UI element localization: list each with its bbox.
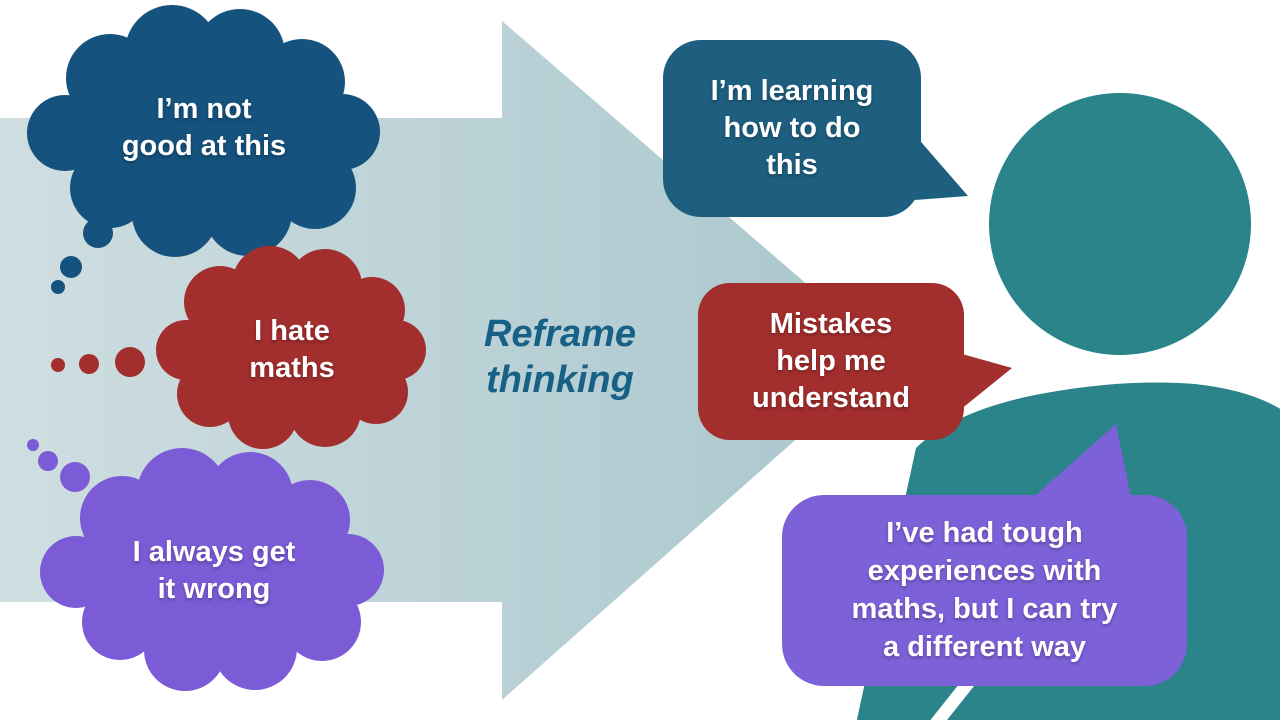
speech-bubble-experiences-tail bbox=[1028, 424, 1132, 502]
person-head bbox=[989, 93, 1251, 355]
thought-cloud-not-good bbox=[27, 5, 380, 294]
speech-bubble-mistakes bbox=[698, 283, 1012, 440]
speech-bubble-learning bbox=[663, 40, 968, 217]
thought-trail-red bbox=[51, 347, 145, 377]
thought-trail-purple bbox=[27, 439, 90, 492]
speech-bubble-mistakes-tail bbox=[955, 352, 1012, 414]
thought-cloud-hate-maths bbox=[51, 246, 426, 449]
speech-bubble-learning-tail bbox=[915, 135, 968, 200]
thought-cloud-always-wrong bbox=[27, 439, 384, 691]
speech-bubble-experiences bbox=[782, 424, 1187, 686]
thought-trail-navy bbox=[51, 218, 113, 294]
